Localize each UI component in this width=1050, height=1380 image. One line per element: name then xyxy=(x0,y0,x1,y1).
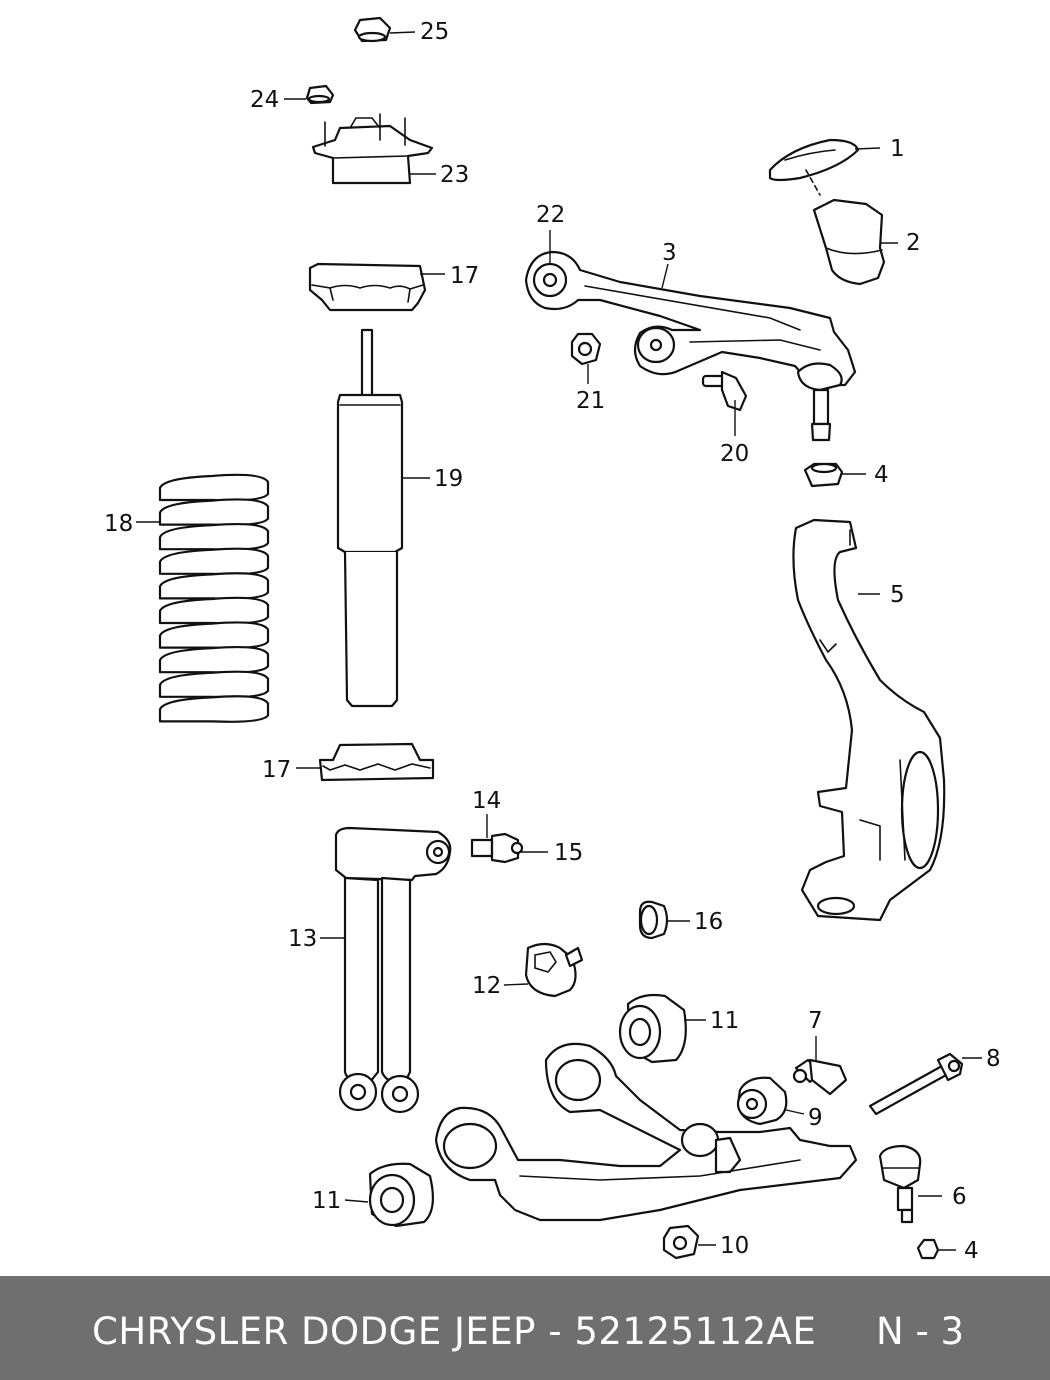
callout-18: 18 xyxy=(104,511,133,537)
callout-15: 15 xyxy=(554,840,583,866)
callout-5: 5 xyxy=(890,582,905,608)
exploded-parts-diagram: 25 24 23 1 22 3 2 17 21 20 4 19 18 5 17 … xyxy=(104,16,1001,1264)
spring-coil xyxy=(158,670,270,699)
part-ball-joint-nut xyxy=(916,1238,940,1260)
spring-coil xyxy=(158,547,270,576)
callout-4-lower: 4 xyxy=(964,1238,979,1264)
callout-12: 12 xyxy=(472,973,501,999)
callout-25: 25 xyxy=(420,19,449,45)
leader-lines xyxy=(136,31,982,1251)
part-jounce-bumper xyxy=(812,198,886,286)
part-long-bolt xyxy=(868,1052,964,1116)
part-cam-bolt xyxy=(524,942,584,998)
spring-coil xyxy=(158,621,270,650)
callout-23: 23 xyxy=(440,162,469,188)
part-height-sensor-fitting xyxy=(701,370,748,412)
callout-10: 10 xyxy=(720,1233,749,1259)
footer-title: CHRYSLER DODGE JEEP - 52125112AE xyxy=(92,1310,817,1353)
footer-bar: CHRYSLER DODGE JEEP - 52125112AE N - 3 xyxy=(0,1276,1050,1380)
spring-coil xyxy=(158,473,270,502)
callout-13: 13 xyxy=(288,926,317,952)
part-spring-isolator-lower xyxy=(318,742,435,782)
part-ball-joint xyxy=(878,1144,922,1224)
spring-coil xyxy=(158,572,270,600)
part-knuckle-nut-upper xyxy=(803,462,844,488)
spring-coil xyxy=(158,596,270,625)
part-link-bolt xyxy=(470,832,524,864)
callout-3: 3 xyxy=(662,240,677,266)
spring-coil xyxy=(158,695,270,723)
callout-21: 21 xyxy=(576,388,605,414)
callout-4-upper: 4 xyxy=(874,462,889,488)
part-lower-arm-nut xyxy=(662,1224,700,1260)
part-nut-bolt-upper xyxy=(570,332,602,366)
part-steering-knuckle xyxy=(792,518,946,922)
callout-labels: 25 24 23 1 22 3 2 17 21 20 4 19 18 5 17 … xyxy=(104,19,1001,1264)
part-lower-arm-small-bushing xyxy=(736,1076,788,1126)
part-coil-spring xyxy=(158,473,270,723)
part-strut-mount xyxy=(311,113,434,185)
callout-17-lower: 17 xyxy=(262,757,291,783)
callout-8: 8 xyxy=(986,1046,1001,1072)
part-stabilizer-link xyxy=(334,826,452,1114)
callout-7: 7 xyxy=(808,1008,823,1034)
callout-17-upper: 17 xyxy=(450,263,479,289)
part-lower-control-arm xyxy=(434,1042,858,1222)
part-top-nut xyxy=(353,16,392,43)
spring-coil xyxy=(158,645,270,674)
callout-11-upper: 11 xyxy=(710,1008,739,1034)
part-lower-arm-bushing-rear xyxy=(368,1162,435,1228)
callout-16: 16 xyxy=(694,909,723,935)
part-lower-sensor-fitting xyxy=(792,1058,848,1096)
callout-22: 22 xyxy=(536,202,565,228)
part-dust-cap xyxy=(768,138,860,196)
spring-coil xyxy=(158,522,270,551)
callout-9: 9 xyxy=(808,1105,823,1131)
part-bushing-small xyxy=(638,900,669,940)
callout-6: 6 xyxy=(952,1184,967,1210)
part-lower-arm-bushing xyxy=(618,993,687,1064)
callout-14: 14 xyxy=(472,788,501,814)
part-upper-control-arm xyxy=(524,250,857,442)
callout-11-lower: 11 xyxy=(312,1188,341,1214)
callout-24: 24 xyxy=(250,87,279,113)
callout-20: 20 xyxy=(720,441,749,467)
callout-1: 1 xyxy=(890,136,905,162)
part-shock-absorber xyxy=(336,328,404,708)
footer-page-number: N - 3 xyxy=(876,1310,965,1353)
part-spring-isolator-upper xyxy=(308,262,427,312)
part-nut xyxy=(305,84,335,105)
callout-19: 19 xyxy=(434,466,463,492)
spring-coil xyxy=(158,498,270,527)
callout-2: 2 xyxy=(906,230,921,256)
